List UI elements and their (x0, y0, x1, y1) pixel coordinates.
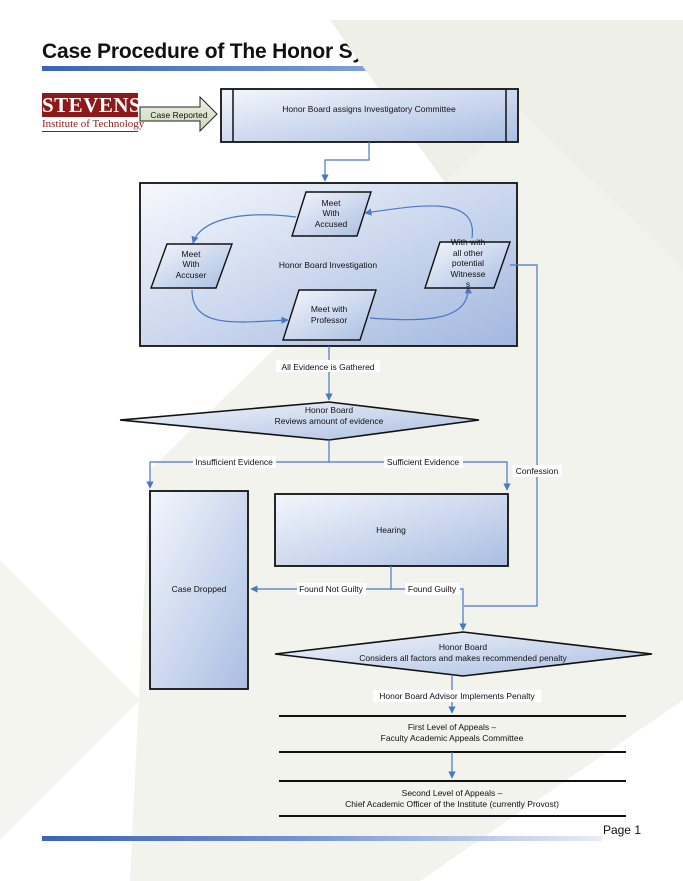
meet-witnesses-line-2: all other (453, 248, 483, 258)
page-number: Page 1 (602, 823, 641, 837)
edge-confession-bg (512, 465, 562, 477)
investigation-cycle (191, 205, 473, 324)
penalty-line-1: Honor Board (439, 642, 487, 652)
appeal-1-line-2: Faculty Academic Appeals Committee (381, 733, 524, 743)
edge-guilty-bg (405, 583, 460, 595)
meet-witnesses-node: With with all other potential Witnesse s (424, 237, 511, 289)
investigation-label: Honor Board Investigation (279, 260, 378, 270)
meet-accused-line-3: Accused (315, 219, 348, 229)
meet-accused-line-2: With (323, 208, 340, 218)
edge-sufficient-label: Sufficient Evidence (387, 457, 459, 467)
penalty-line-2: Considers all factors and makes recommen… (359, 653, 567, 663)
case-dropped-box: Case Dropped (149, 490, 249, 690)
edge-guilty-label: Found Guilty (408, 584, 457, 594)
edge-confession (464, 264, 538, 607)
meet-witnesses-line-4: Witnesse (451, 269, 486, 279)
penalty-decision: Honor Board Considers all factors and ma… (274, 631, 653, 677)
logo-subtitle: Institute of Technology (42, 118, 145, 132)
edge-not-guilty-bg (297, 583, 366, 595)
meet-professor-line-2: Professor (311, 315, 348, 325)
meet-witnesses-line-1: With with (451, 237, 486, 247)
assign-committee-box: Honor Board assigns Investigatory Commit… (220, 88, 519, 143)
case-reported-label: Case Reported (150, 110, 207, 120)
case-dropped-label: Case Dropped (172, 584, 227, 594)
edge-committee-investigation (321, 142, 370, 182)
meet-accuser-line-3: Accuser (176, 270, 207, 280)
review-line-1: Honor Board (305, 405, 353, 415)
assign-committee-label: Honor Board assigns Investigatory Commit… (282, 104, 456, 114)
meet-professor-node: Meet with Professor (282, 289, 377, 341)
review-line-2: Reviews amount of evidence (275, 416, 384, 426)
meet-accuser-line-2: With (183, 259, 200, 269)
edge-all-evidence-label: All Evidence is Gathered (281, 362, 374, 372)
edge-not-guilty-label: Found Not Guilty (299, 584, 364, 594)
meet-professor-line-1: Meet with (311, 304, 348, 314)
case-reported-arrow: Case Reported (139, 95, 218, 133)
edge-sufficient-bg (384, 456, 463, 468)
stevens-logo: STEVENS Institute of Technology (42, 93, 145, 137)
appeal-2-line-1: Second Level of Appeals – (402, 788, 503, 798)
title-rule (42, 66, 642, 71)
hearing-box: Hearing (274, 493, 509, 567)
review-decision: Honor Board Reviews amount of evidence (119, 401, 480, 441)
edge-advisor-bg (373, 690, 541, 702)
meet-accuser-node: Meet With Accuser (150, 243, 233, 289)
edge-all-evidence-bg (276, 360, 380, 372)
appeal-1-line-1: First Level of Appeals – (408, 722, 497, 732)
logo-name: STEVENS (42, 93, 142, 117)
meet-accuser-line-1: Meet (182, 249, 202, 259)
meet-accused-node: Meet With Accused (291, 191, 372, 237)
footer-rule (42, 836, 602, 841)
meet-accused-line-1: Meet (322, 198, 342, 208)
meet-witnesses-line-3: potential (452, 258, 484, 268)
appeal-2-line-2: Chief Academic Officer of the Institute … (345, 799, 559, 809)
hearing-label: Hearing (376, 525, 406, 535)
edge-insufficient-label: Insufficient Evidence (195, 457, 273, 467)
meet-witnesses-line-5: s (466, 279, 470, 289)
appeal-level-2: Second Level of Appeals – Chief Academic… (279, 780, 626, 817)
edge-confession-label: Confession (516, 466, 559, 476)
edge-advisor-label: Honor Board Advisor Implements Penalty (379, 691, 535, 701)
edge-insufficient-bg (193, 456, 276, 468)
